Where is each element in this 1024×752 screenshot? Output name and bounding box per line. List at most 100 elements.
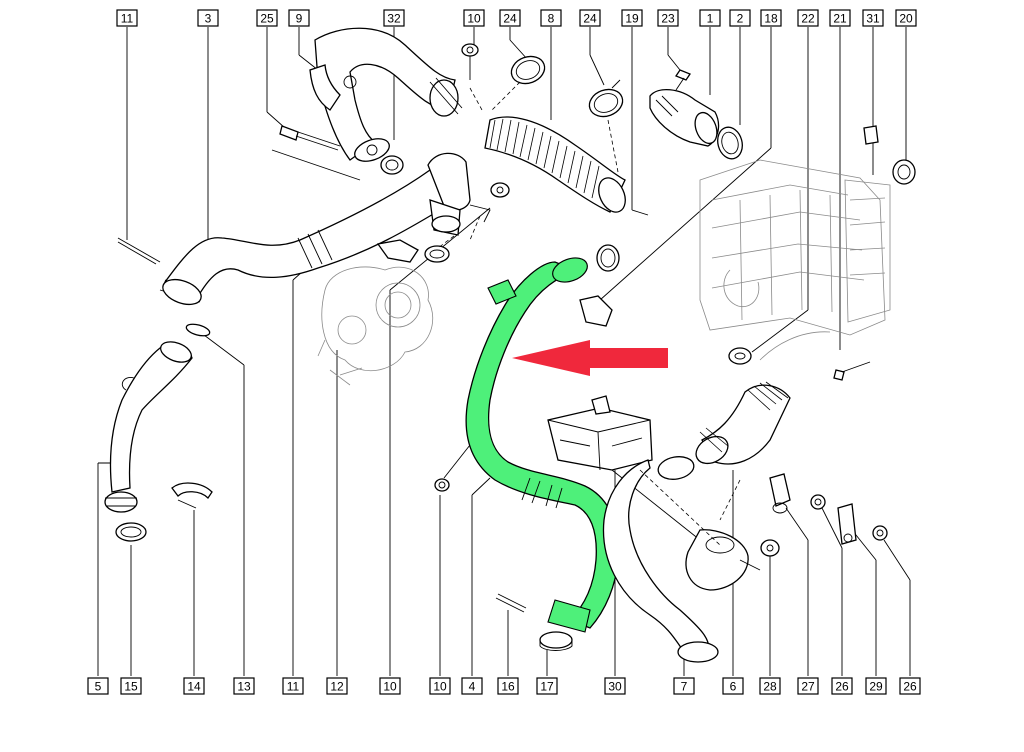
bracket-27 [769,473,791,514]
callout-number: 21 [833,12,847,26]
callout-number: 7 [681,680,688,694]
callout-20: 20 [895,9,917,27]
callout-21: 21 [829,9,851,27]
hose-4-bottom-end [547,599,591,633]
washer-28 [760,539,780,557]
callout-box [797,9,819,27]
callout-number: 25 [260,12,274,26]
callout-11: 11 [116,9,138,27]
callout-number: 3 [205,12,212,26]
callout-4: 4 [461,677,483,695]
callout-box [895,9,917,27]
callout-box [120,677,142,695]
callout-30: 30 [604,677,626,695]
callout-box [829,9,851,27]
intake-pipe-3 [159,152,491,306]
callout-box [797,677,819,695]
callout-box [722,677,744,695]
callout-box [197,9,219,27]
callout-box [862,9,884,27]
callout-box [499,9,521,27]
turbocharger-outline [317,266,433,386]
callout-number: 10 [433,680,447,694]
callout-6: 6 [722,677,744,695]
hose-clamp-24-right [588,79,624,118]
nut-26-left [810,494,826,510]
callout-10: 10 [463,9,485,27]
seal-ring-32 [380,155,404,175]
callout-number: 10 [467,12,481,26]
callout-number: 5 [95,680,102,694]
callout-box [288,9,310,27]
seal-ring-15 [115,522,147,542]
callout-box [657,9,679,27]
callout-number: 24 [503,12,517,26]
callout-15: 15 [120,677,142,695]
callout-number: 9 [296,12,303,26]
nut-10-mid [490,182,510,198]
callout-11: 11 [282,677,304,695]
callout-28: 28 [759,677,781,695]
callout-number: 8 [548,12,555,26]
callout-number: 30 [608,680,622,694]
callout-number: 24 [583,12,597,26]
callout-box [673,677,695,695]
red-arrow-indicator [512,340,668,376]
callout-10: 10 [429,677,451,695]
callout-7: 7 [673,677,695,695]
callout-box [579,9,601,27]
callout-box [183,677,205,695]
callout-box [379,677,401,695]
nut-10-low [434,444,471,492]
callout-number: 20 [899,12,913,26]
callout-number: 2 [737,12,744,26]
pipe-with-bracket-9 [309,27,463,162]
seal-13 [185,323,211,337]
callout-box [326,677,348,695]
callout-number: 10 [383,680,397,694]
hose-4-side-fitting [487,279,517,305]
clip-31 [863,125,879,145]
callout-box [760,9,782,27]
callout-box [463,9,485,27]
callout-number: 12 [330,680,344,694]
callout-18: 18 [760,9,782,27]
callout-box [461,677,483,695]
callout-24: 24 [579,9,601,27]
bolt-21 [833,361,871,381]
o-ring-19 [596,244,620,272]
bolt-25 [271,125,361,181]
callout-number: 27 [801,680,815,694]
callout-8: 8 [540,9,562,27]
callout-number: 4 [469,680,476,694]
callout-13: 13 [233,677,255,695]
callout-24: 24 [499,9,521,27]
hose-clamp-24-left [510,55,546,85]
callout-23: 23 [657,9,679,27]
callout-27: 27 [797,677,819,695]
callout-box [759,677,781,695]
callout-19: 19 [621,9,643,27]
callout-2: 2 [729,9,751,27]
callout-number: 13 [237,680,251,694]
callout-box [604,677,626,695]
callout-17: 17 [536,677,558,695]
callout-box [429,677,451,695]
callout-box [282,677,304,695]
callout-14: 14 [183,677,205,695]
pipe-5 [104,341,193,513]
callout-26: 26 [831,677,853,695]
seal-17 [539,631,573,651]
callout-box [621,9,643,27]
callout-31: 31 [862,9,884,27]
callout-box [865,677,887,695]
callout-number: 22 [801,12,815,26]
clip-16 [495,593,527,613]
callout-number: 19 [625,12,639,26]
callout-16: 16 [497,677,519,695]
callout-number: 28 [763,680,777,694]
clip-14 [171,482,213,509]
nut-26-right [872,525,888,541]
